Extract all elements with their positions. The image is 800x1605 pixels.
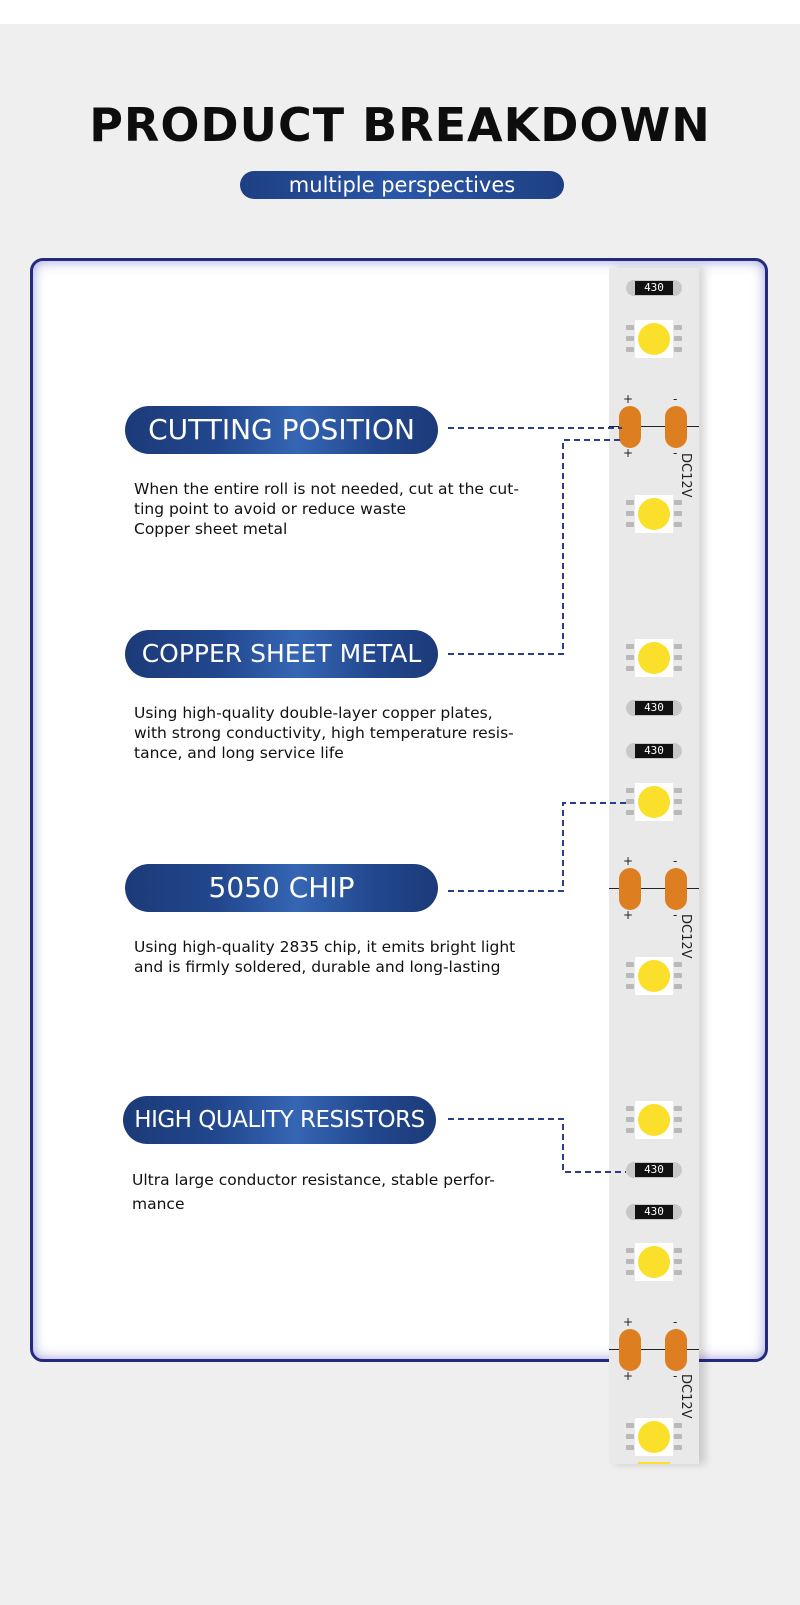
cut-line (609, 888, 699, 889)
connector-chip (448, 802, 626, 892)
subtitle-badge: multiple perspectives (240, 171, 564, 199)
led-chip (626, 1418, 682, 1456)
label-high-quality-resistors: HIGH QUALITY RESISTORS (123, 1096, 436, 1144)
cut-line (609, 426, 699, 427)
copper-pad (665, 406, 687, 448)
plus-sign: + (623, 1315, 634, 1329)
resistor: 430 (626, 700, 682, 716)
minus-sign: - (673, 854, 678, 868)
label-copper-sheet-metal: COPPER SHEET METAL (125, 630, 438, 678)
led-chip (626, 320, 682, 358)
description-copper-sheet-metal: Using high-quality double-layer copper p… (134, 703, 514, 763)
description-cutting-position: When the entire roll is not needed, cut … (134, 479, 519, 539)
resistor: 430 (626, 280, 682, 296)
resistor: 430 (626, 1204, 682, 1220)
resistor: 430 (626, 743, 682, 759)
copper-pad (665, 868, 687, 910)
led-chip (626, 957, 682, 995)
led-chip (626, 783, 682, 821)
description-5050-chip: Using high-quality 2835 chip, it emits b… (134, 937, 515, 977)
minus-sign: - (673, 908, 678, 922)
copper-pad (619, 1329, 641, 1371)
led-chip (626, 495, 682, 533)
plus-sign: + (623, 1369, 634, 1383)
description-line: Ultra large conductor resistance, stable… (132, 1171, 495, 1189)
description-line: When the entire roll is not needed, cut … (134, 480, 519, 498)
description-line: Using high-quality double-layer copper p… (134, 704, 493, 722)
page-title: PRODUCT BREAKDOWN (89, 98, 711, 152)
led-chip (626, 1101, 682, 1139)
description-line: tance, and long service life (134, 744, 344, 762)
description-line: with strong conductivity, high temperatu… (134, 724, 514, 742)
led-chip (626, 639, 682, 677)
label-cutting-position: CUTTING POSITION (125, 406, 438, 454)
description-high-quality-resistors: Ultra large conductor resistance, stable… (132, 1168, 495, 1216)
minus-sign: - (673, 1369, 678, 1383)
minus-sign: - (673, 392, 678, 406)
description-line: Using high-quality 2835 chip, it emits b… (134, 938, 516, 956)
copper-pad (619, 406, 641, 448)
plus-sign: + (623, 908, 634, 922)
cut-line (609, 1349, 699, 1350)
minus-sign: - (673, 446, 678, 460)
led-strip: 430 + - + - DC12V 430 430 + - + - DC12V (609, 268, 699, 1464)
minus-sign: - (673, 1315, 678, 1329)
label-5050-chip: 5050 CHIP (125, 864, 438, 912)
plus-sign: + (623, 446, 634, 460)
plus-sign: + (623, 854, 634, 868)
copper-pad (665, 1329, 687, 1371)
description-line: and is firmly soldered, durable and long… (134, 958, 501, 976)
plus-sign: + (623, 392, 634, 406)
resistor: 430 (626, 1162, 682, 1178)
description-line: Copper sheet metal (134, 520, 288, 538)
description-line: ting point to avoid or reduce waste (134, 500, 407, 518)
description-line: mance (132, 1195, 185, 1213)
connector-resistor (448, 1118, 626, 1173)
led-chip-partial (638, 1462, 670, 1464)
connector-copper (448, 439, 622, 655)
copper-pad (619, 868, 641, 910)
led-chip (626, 1243, 682, 1281)
